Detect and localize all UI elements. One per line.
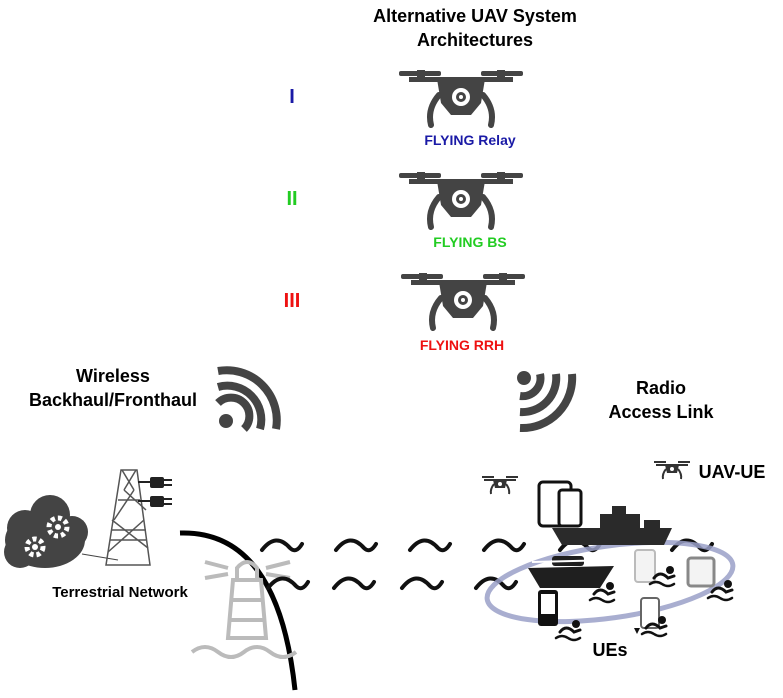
ues-label: UEs — [592, 640, 628, 660]
terrestrial-network-label: Terrestrial Network — [52, 584, 188, 601]
ue-coverage-ring — [484, 539, 736, 625]
coastline — [179, 530, 298, 691]
boat-icon — [528, 556, 615, 588]
drone-icon — [399, 70, 523, 125]
title-line-1: Alternative UAV System — [373, 6, 577, 26]
diagram-title: Alternative UAV System Architectures — [340, 4, 610, 52]
architecture-label-2: FLYING BS — [433, 234, 507, 250]
access-line-2: Access Link — [608, 402, 714, 422]
drone-icon — [401, 273, 525, 328]
access-link-label: Radio Access Link — [586, 376, 736, 424]
phone-icon — [557, 488, 583, 528]
ship-icon — [552, 506, 672, 545]
drone-icon — [653, 460, 691, 480]
title-line-2: Architectures — [416, 30, 534, 50]
cloud-gears-icon — [4, 495, 88, 568]
wifi-icon — [517, 371, 577, 433]
architecture-numeral-1: I — [289, 86, 295, 108]
tablet-icon — [686, 556, 716, 588]
backhaul-line-2: Backhaul/Fronthaul — [28, 390, 198, 410]
phone-icon — [538, 590, 558, 626]
lighthouse-icon — [190, 560, 298, 659]
drone-icon — [399, 172, 523, 227]
wifi-icon — [215, 366, 281, 432]
access-line-1: Radio — [635, 378, 686, 398]
backhaul-label: Wireless Backhaul/Fronthaul — [18, 364, 208, 412]
phone-icon — [634, 597, 660, 634]
plug-icon — [138, 477, 172, 507]
drone-icon — [481, 475, 519, 495]
architecture-numeral-2: II — [286, 188, 298, 210]
power-tower-icon — [105, 469, 151, 566]
uav-ue-label: UAV-UE — [698, 462, 766, 482]
architecture-numeral-3: III — [283, 290, 301, 312]
backhaul-line-1: Wireless — [76, 366, 150, 386]
architecture-label-3: FLYING RRH — [419, 337, 505, 353]
architecture-label-1: FLYING Relay — [424, 132, 516, 148]
phone-icon — [634, 549, 656, 583]
